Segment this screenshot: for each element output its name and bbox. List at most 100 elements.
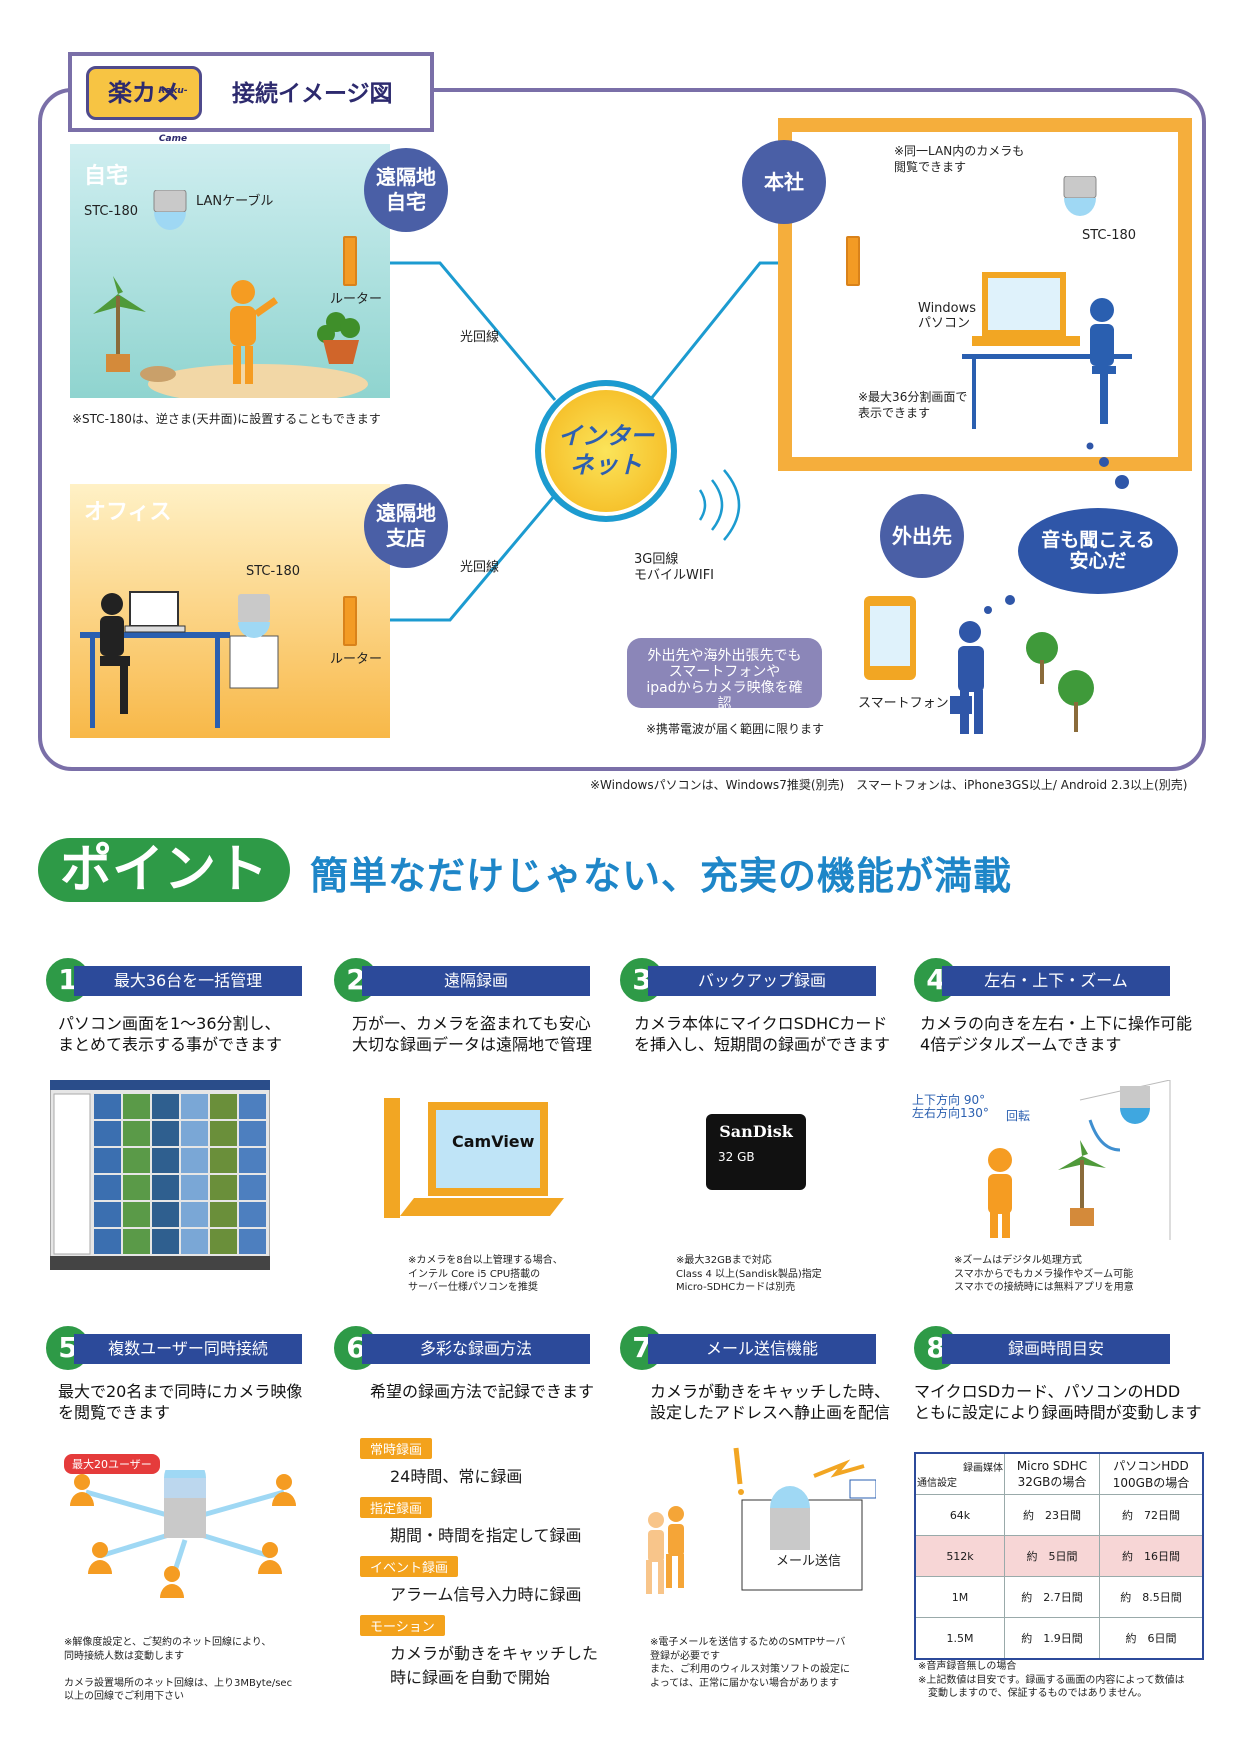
- mode-always-desc: 24時間、常に録画: [390, 1467, 523, 1486]
- office-room: オフィス STC-180: [70, 484, 390, 738]
- camera-thumbnail: [181, 1175, 208, 1200]
- table-cell-rate: 512k: [914, 1535, 1005, 1577]
- section-7-desc: カメラが動きをキャッチした時、 設定したアドレスへ静止画を配信: [650, 1382, 891, 1422]
- diagram-footnote: ※Windowsパソコンは、Windows7推奨(別売) スマートフォンは、iP…: [590, 778, 1188, 792]
- diagram-frame: [38, 88, 1206, 771]
- table-cell-hdd: 約 8.5日間: [1099, 1576, 1204, 1618]
- mode-event-desc: アラーム信号入力時に録画: [390, 1585, 582, 1604]
- table-col-hdd: パソコンHDD 100GBの場合: [1099, 1452, 1204, 1495]
- rotation-angles: 上下方向 90° 左右方向130°: [912, 1093, 989, 1120]
- mode-scheduled-desc: 期間・時間を指定して録画: [390, 1526, 582, 1545]
- table-row: 64k 約 23日間 約 72日間: [914, 1494, 1204, 1536]
- mode-scheduled: 指定録画 期間・時間を指定して録画: [360, 1497, 600, 1546]
- camera-thumbnail: [239, 1202, 266, 1227]
- mobile-range-note: ※携帯電波が届く範囲に限ります: [646, 722, 825, 736]
- home-scene-illustration: [93, 276, 368, 398]
- section-3-desc: カメラ本体にマイクロSDHCカード を挿入し、短期間の録画ができます: [634, 1014, 891, 1054]
- section-2-note: ※カメラを8台以上管理する場合、 インテル Core i5 CPU搭載の サーバ…: [408, 1255, 563, 1293]
- table-cell-rate: 1M: [914, 1576, 1005, 1618]
- mode-always: 常時録画 24時間、常に録画: [360, 1438, 600, 1487]
- section-8-note: ※音声録音無しの場合 ※上記数値は目安です。録画する画面の内容によって数値は 変…: [918, 1661, 1185, 1699]
- section-4-header: 4 左右・上下・ズーム: [912, 956, 1174, 1004]
- lan-cable-label: LANケーブル: [196, 194, 274, 209]
- section-3-title: バックアップ録画: [648, 966, 876, 996]
- home-room: 自宅 STC-180 LANケーブル: [70, 144, 390, 398]
- hq-camera-icon: [1063, 176, 1097, 216]
- table-col-sd: Micro SDHC 32GBの場合: [1004, 1452, 1100, 1495]
- camera-thumbnail: [152, 1094, 179, 1119]
- home-ceiling-note: ※STC-180は、逆さま(天井面)に設置することもできます: [72, 412, 381, 426]
- table-header-row: 録画媒体 通信設定 Micro SDHC 32GBの場合 パソコンHDD 100…: [914, 1452, 1204, 1495]
- motion-mail-illustration: [646, 1447, 876, 1594]
- max-users-badge: 最大20ユーザー: [64, 1454, 160, 1474]
- laptop-illustration: [384, 1098, 564, 1218]
- camera-thumbnail: [239, 1175, 266, 1200]
- hq-router-icon: [846, 236, 860, 286]
- camera-thumbnail: [239, 1094, 266, 1119]
- section-1-number: 1: [44, 956, 92, 1004]
- diagram-title-box: 楽カメ Raku-Came 接続イメージ図: [68, 52, 434, 144]
- mode-motion-desc: カメラが動きをキャッチした 時に録画を自動で開始: [390, 1644, 599, 1687]
- hq-split-note: ※最大36分割画面で 表示できます: [858, 390, 968, 420]
- section-6-desc: 希望の録画方法で記録できます: [370, 1382, 595, 1401]
- card-brand: SanDisk: [719, 1122, 793, 1141]
- camera-thumbnail: [239, 1121, 266, 1146]
- home-router-label: ルーター: [330, 292, 383, 307]
- camera-thumbnail: [181, 1229, 208, 1254]
- hq-camera-label: STC-180: [1082, 228, 1137, 243]
- section-3-header: 3 バックアップ録画: [618, 956, 880, 1004]
- home-room-label: 自宅: [84, 164, 129, 189]
- ptz-camera-illustration: [988, 1080, 1171, 1240]
- office-router-label: ルーター: [330, 652, 383, 667]
- mobile-badge: 外出先: [880, 494, 964, 578]
- camera-thumbnail: [94, 1121, 121, 1146]
- mode-motion: モーション カメラが動きをキャッチした 時に録画を自動で開始: [360, 1615, 600, 1688]
- section-2-title: 遠隔録画: [362, 966, 590, 996]
- camera-thumbnail: [210, 1121, 237, 1146]
- table-row: 512k 約 5日間 約 16日間: [914, 1535, 1204, 1577]
- camera-thumbnail: [123, 1175, 150, 1200]
- camera-thumbnail: [152, 1175, 179, 1200]
- home-camera-label: STC-180: [84, 204, 139, 219]
- mobile-line-label: 3G回線 モバイルWIFI: [634, 552, 714, 584]
- camera-thumbnail: [94, 1148, 121, 1173]
- logo-subtext: Raku-Came: [158, 86, 188, 144]
- section-3-note: ※最大32GBまで対応 Class 4 以上(Sandisk製品)指定 Micr…: [676, 1255, 822, 1293]
- section-1-title: 最大36台を一括管理: [74, 966, 302, 996]
- camera-thumbnail: [94, 1175, 121, 1200]
- camera-thumbnail: [152, 1229, 179, 1254]
- mode-always-badge: 常時録画: [360, 1438, 433, 1459]
- camera-thumbnail: [123, 1148, 150, 1173]
- camview-multiscreen-screenshot: [50, 1080, 270, 1270]
- fiber-label-office: 光回線: [460, 560, 500, 575]
- camera-thumbnail: [181, 1148, 208, 1173]
- thought-dots-hq: [1086, 442, 1129, 489]
- section-2-number: 2: [332, 956, 380, 1004]
- section-7-header: 7 メール送信機能: [618, 1324, 880, 1372]
- table-corner-top: 録画媒体: [963, 1463, 1003, 1474]
- smartphone-icon: [864, 596, 916, 680]
- camera-thumbnail: [181, 1202, 208, 1227]
- table-corner: 録画媒体 通信設定: [914, 1452, 1005, 1495]
- table-cell-hdd: 約 16日間: [1099, 1535, 1204, 1577]
- office-router-icon: [343, 596, 357, 646]
- table-row: 1M 約 2.7日間 約 8.5日間: [914, 1576, 1204, 1618]
- camera-thumbnail: [210, 1229, 237, 1254]
- camview-screen-text: CamView: [452, 1132, 535, 1151]
- camera-thumbnail: [239, 1229, 266, 1254]
- camera-thumbnail: [239, 1148, 266, 1173]
- camera-thumbnail: [94, 1094, 121, 1119]
- table-corner-bottom: 通信設定: [917, 1478, 957, 1489]
- points-headline: 簡単なだけじゃない、充実の機能が満載: [310, 854, 1013, 898]
- camera-thumbnail: [123, 1094, 150, 1119]
- section-5-note: ※解像度設定と、ご契約のネット回線により、 同時接続人数は変動します カメラ設置…: [64, 1637, 293, 1702]
- multi-user-illustration: [70, 1470, 296, 1598]
- microsd-card-icon: SanDisk 32 GB: [706, 1114, 806, 1190]
- section-2-desc: 万が一、カメラを盗まれても安心 大切な録画データは遠隔地で管理: [352, 1014, 593, 1054]
- mode-event-badge: イベント録画: [360, 1556, 459, 1577]
- section-8-title: 録画時間目安: [942, 1334, 1170, 1364]
- office-camera-label: STC-180: [246, 564, 301, 579]
- table-cell-hdd: 約 72日間: [1099, 1494, 1204, 1536]
- section-6-title: 多彩な録画方法: [362, 1334, 590, 1364]
- camera-icon: [153, 190, 187, 230]
